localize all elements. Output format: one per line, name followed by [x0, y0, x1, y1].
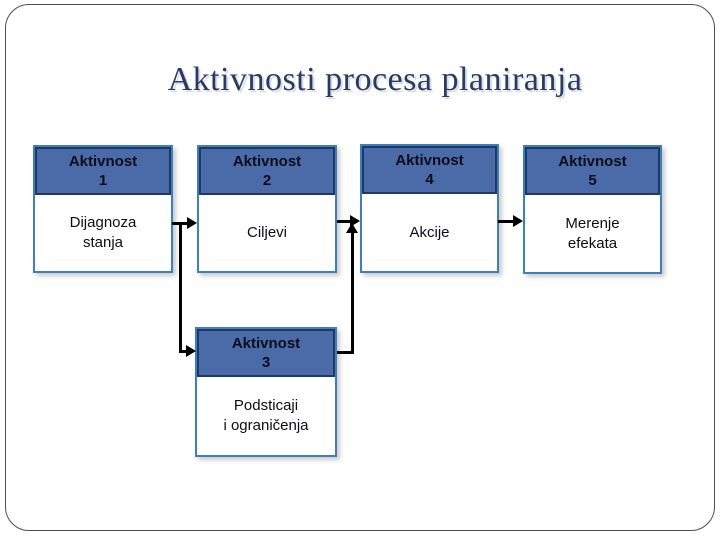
connector-box1-box3-vertical: [179, 222, 182, 353]
box-body: Ciljevi: [199, 195, 335, 271]
box-header-number: 4: [425, 171, 434, 188]
slide-title: Aktivnosti procesa planiranja: [167, 61, 583, 98]
box-body-text: Podsticaji: [233, 397, 299, 414]
arrowhead-right-box2-box4: [350, 215, 360, 227]
box-header: Aktivnost 2: [199, 147, 335, 195]
box-header-label: Aktivnost: [231, 335, 301, 352]
box-body-text: Ciljevi: [246, 224, 287, 241]
box-header: Aktivnost 5: [525, 147, 660, 195]
box-header-number: 3: [261, 354, 271, 371]
box-body: Dijagnoza stanja: [35, 195, 171, 271]
box-header-label: Aktivnost: [395, 152, 464, 169]
box-header: Aktivnost 3: [197, 329, 335, 377]
arrowhead-right-into-box3: [186, 345, 196, 357]
box-body-text: Akcije: [409, 223, 450, 241]
box-header-number: 2: [262, 172, 272, 189]
box-body-text: stanja: [82, 234, 124, 251]
box-header: Aktivnost 4: [362, 146, 497, 194]
flow-box-aktivnost-3: Aktivnost 3 Podsticaji i ograničenja: [195, 327, 337, 457]
connector-box3-up-vertical: [351, 233, 354, 353]
flow-box-aktivnost-4: Aktivnost 4 Akcije: [360, 144, 499, 273]
box-header-label: Aktivnost: [558, 153, 627, 170]
box-header-number: 1: [98, 172, 108, 189]
box-body-text: Merenje: [565, 214, 620, 232]
box-header-label: Aktivnost: [232, 153, 302, 170]
box-body-text: efekata: [567, 234, 618, 252]
box-body-text: Dijagnoza: [69, 214, 137, 231]
connector-box3-up-horizontal: [337, 351, 354, 354]
box-header: Aktivnost 1: [35, 147, 171, 195]
arrowhead-right-box1-box2: [187, 217, 197, 229]
arrowhead-right-box4-box5: [513, 215, 523, 227]
flow-box-aktivnost-2: Aktivnost 2 Ciljevi: [197, 145, 337, 273]
connector-box4-box5-line: [498, 220, 513, 223]
box-header-label: Aktivnost: [68, 153, 138, 170]
slide-border-frame: [5, 4, 715, 531]
arrowhead-up-from-box3: [346, 223, 358, 233]
connector-box2-box4-line: [337, 220, 351, 223]
box-body-text: i ograničenja: [223, 417, 309, 434]
box-body: Podsticaji i ograničenja: [197, 377, 335, 455]
connector-box1-box3-horizontal: [179, 350, 188, 353]
box-body: Akcije: [362, 194, 497, 271]
flow-box-aktivnost-5: Aktivnost 5 Merenje efekata: [523, 145, 662, 274]
flow-box-aktivnost-1: Aktivnost 1 Dijagnoza stanja: [33, 145, 173, 273]
box-header-number: 5: [588, 172, 597, 189]
box-body: Merenje efekata: [525, 195, 660, 272]
